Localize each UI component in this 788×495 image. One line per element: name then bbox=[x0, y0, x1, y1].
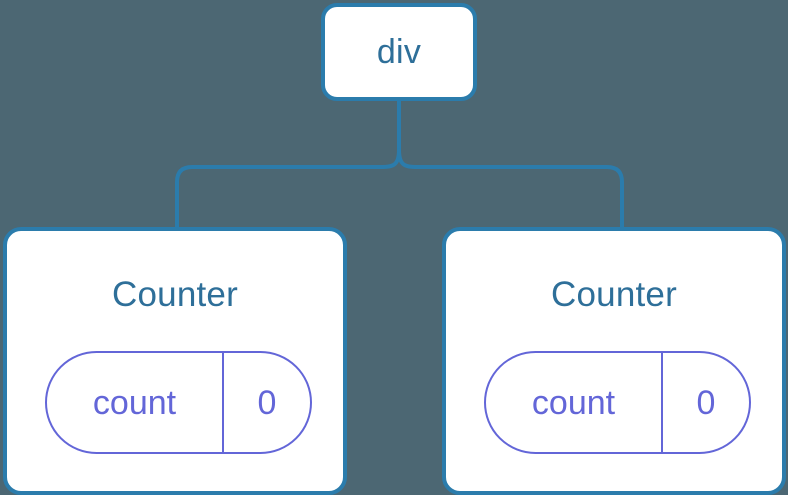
node-counter-left-title: Counter bbox=[112, 275, 238, 314]
node-counter-right[interactable]: Counter count 0 bbox=[442, 227, 786, 495]
node-root-div[interactable]: div bbox=[321, 3, 477, 101]
state-pill-right[interactable]: count 0 bbox=[484, 351, 751, 454]
state-pill-left-key: count bbox=[47, 353, 224, 452]
connector-right-branch bbox=[397, 148, 624, 229]
node-counter-right-title: Counter bbox=[551, 275, 677, 314]
node-counter-left[interactable]: Counter count 0 bbox=[3, 227, 347, 495]
state-pill-left-value: 0 bbox=[257, 383, 277, 422]
state-pill-right-value: 0 bbox=[696, 383, 716, 422]
node-root-label: div bbox=[376, 33, 422, 71]
connector-left-branch bbox=[175, 148, 401, 229]
state-pill-left[interactable]: count 0 bbox=[45, 351, 312, 454]
state-pill-right-key: count bbox=[486, 353, 663, 452]
